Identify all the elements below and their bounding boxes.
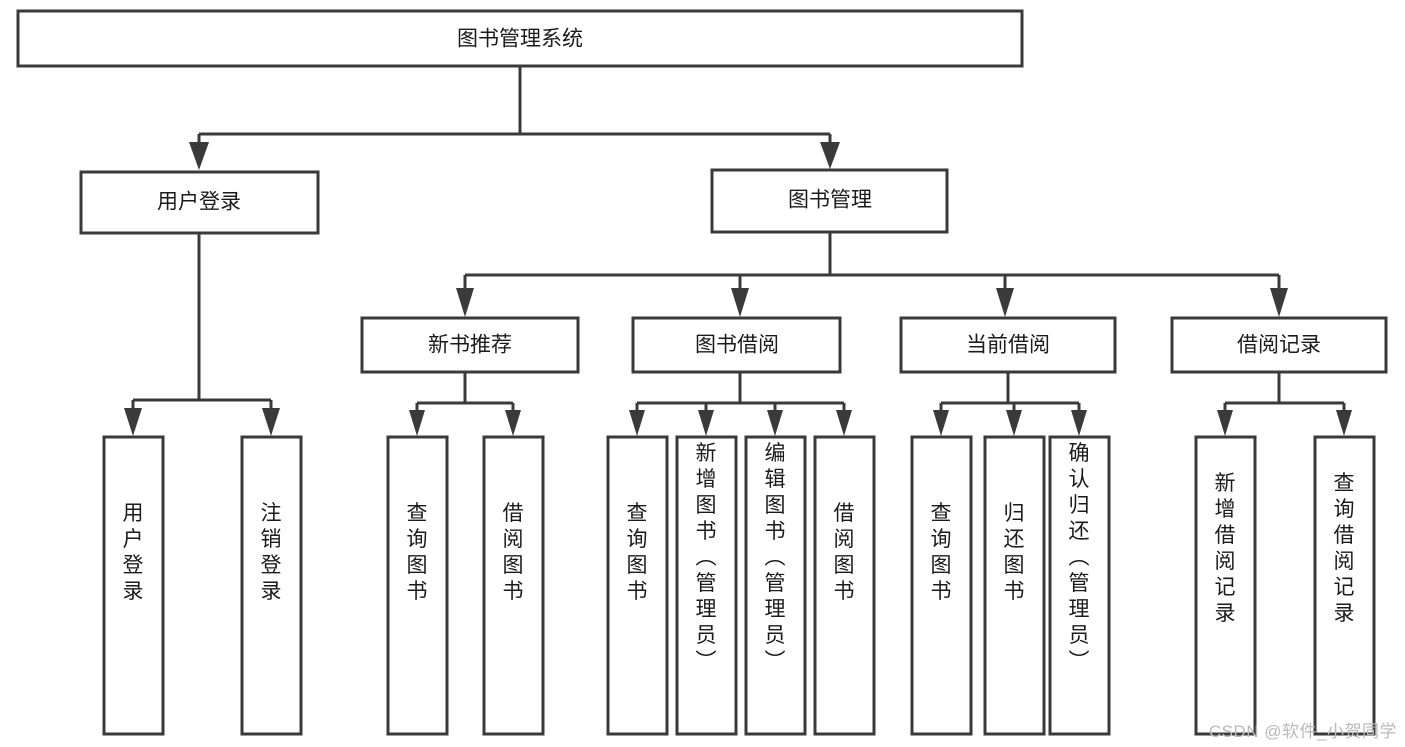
leaf-node-logout[interactable]: 注销登录 bbox=[240, 435, 303, 736]
leaf-node-add-borrow-record-label: 新增借阅记录 bbox=[1215, 472, 1236, 625]
leaf-node-query-book-nbr-box[interactable] bbox=[386, 435, 449, 736]
leaf-node-return-book-label: 归还图书 bbox=[1004, 502, 1025, 603]
node-book-management[interactable]: 图书管理 bbox=[710, 168, 949, 234]
node-user-login-label: 用户登录 bbox=[157, 191, 241, 214]
leaf-node-edit-book-admin-box[interactable] bbox=[744, 435, 807, 736]
leaf-node-edit-book-admin[interactable]: 编辑图书︵管理员︶ bbox=[744, 435, 807, 736]
node-borrow-record-label: 借阅记录 bbox=[1237, 334, 1321, 357]
leaf-node-query-book-bb[interactable]: 查询图书 bbox=[606, 435, 669, 736]
arrowhead-bb-leaf-1 bbox=[629, 410, 645, 436]
leaf-node-borrow-book-nbr-label: 借阅图书 bbox=[503, 502, 524, 603]
leaf-node-user-login[interactable]: 用户登录 bbox=[102, 435, 165, 736]
connector-layer bbox=[124, 66, 1352, 436]
arrowhead-leaf-logout bbox=[262, 408, 280, 436]
leaf-node-query-borrow-record[interactable]: 查询借阅记录 bbox=[1313, 435, 1376, 736]
arrowhead-nbr-leaf-1 bbox=[409, 410, 425, 436]
leaf-node-borrow-book-nbr-box[interactable] bbox=[482, 435, 545, 736]
leaf-node-add-book-admin-box[interactable] bbox=[675, 435, 738, 736]
node-borrow-record-box[interactable] bbox=[1170, 316, 1388, 374]
arrowhead-current-borrow bbox=[996, 288, 1014, 317]
arrowhead-cb-leaf-3 bbox=[1071, 410, 1087, 436]
leaf-node-user-login-box[interactable] bbox=[102, 435, 165, 736]
leaf-nodes-layer: 用户登录 注销登录 查询图书 借阅图书 查询图书 新增图书︵管理员︶ bbox=[102, 435, 1376, 736]
node-book-management-box[interactable] bbox=[710, 168, 949, 234]
arrowhead-bb-leaf-3 bbox=[767, 410, 783, 436]
node-book-borrow[interactable]: 图书借阅 bbox=[631, 316, 842, 374]
node-user-login-box[interactable] bbox=[79, 170, 320, 235]
node-book-management-label: 图书管理 bbox=[788, 189, 872, 212]
arrowhead-cb-leaf-1 bbox=[933, 410, 949, 436]
node-user-login[interactable]: 用户登录 bbox=[79, 170, 320, 235]
arrowhead-br-leaf-2 bbox=[1336, 410, 1352, 436]
leaf-node-confirm-return-admin[interactable]: 确认归还︵管理员︶ bbox=[1048, 435, 1111, 736]
node-root[interactable]: 图书管理系统 bbox=[16, 9, 1024, 68]
arrowhead-bb-leaf-4 bbox=[836, 410, 852, 436]
leaf-node-query-book-bb-label: 查询图书 bbox=[627, 502, 648, 603]
node-current-borrow-label: 当前借阅 bbox=[966, 334, 1050, 357]
leaf-node-borrow-book-bb-box[interactable] bbox=[813, 435, 876, 736]
leaf-node-return-book[interactable]: 归还图书 bbox=[983, 435, 1046, 736]
node-book-borrow-box[interactable] bbox=[631, 316, 842, 374]
leaf-node-borrow-book-bb[interactable]: 借阅图书 bbox=[813, 435, 876, 736]
leaf-node-query-book-nbr[interactable]: 查询图书 bbox=[386, 435, 449, 736]
node-new-book-recommend[interactable]: 新书推荐 bbox=[360, 316, 580, 374]
leaf-node-borrow-book-nbr[interactable]: 借阅图书 bbox=[482, 435, 545, 736]
leaf-node-query-book-cb[interactable]: 查询图书 bbox=[910, 435, 973, 736]
leaf-node-query-book-nbr-label: 查询图书 bbox=[407, 502, 428, 603]
arrowhead-cb-leaf-2 bbox=[1006, 410, 1022, 436]
leaf-node-return-book-box[interactable] bbox=[983, 435, 1046, 736]
node-current-borrow[interactable]: 当前借阅 bbox=[899, 316, 1117, 374]
node-root-box[interactable] bbox=[16, 9, 1024, 68]
leaf-node-logout-label: 注销登录 bbox=[261, 502, 282, 603]
leaf-node-query-book-cb-label: 查询图书 bbox=[931, 502, 952, 603]
arrowhead-user-login bbox=[189, 142, 209, 170]
arrowhead-book-borrow bbox=[731, 288, 749, 317]
node-book-borrow-label: 图书借阅 bbox=[695, 334, 779, 357]
arrowhead-bb-leaf-2 bbox=[698, 410, 714, 436]
node-new-book-recommend-box[interactable] bbox=[360, 316, 580, 374]
leaf-node-add-book-admin-label: 新增图书︵管理员︶ bbox=[696, 442, 717, 673]
node-current-borrow-box[interactable] bbox=[899, 316, 1117, 374]
leaf-node-logout-box[interactable] bbox=[240, 435, 303, 736]
arrowhead-borrow-record bbox=[1270, 288, 1288, 317]
leaf-node-user-login-label: 用户登录 bbox=[123, 502, 144, 603]
leaf-node-query-book-cb-box[interactable] bbox=[910, 435, 973, 736]
leaf-node-add-borrow-record[interactable]: 新增借阅记录 bbox=[1194, 435, 1257, 736]
node-new-book-recommend-label: 新书推荐 bbox=[428, 334, 512, 357]
arrowhead-book-mgmt bbox=[820, 142, 840, 169]
arrowhead-nbr-leaf-2 bbox=[505, 410, 521, 436]
leaf-node-edit-book-admin-label: 编辑图书︵管理员︶ bbox=[765, 442, 786, 673]
arrowhead-br-leaf-1 bbox=[1217, 410, 1233, 436]
leaf-node-query-borrow-record-label: 查询借阅记录 bbox=[1334, 472, 1355, 625]
leaf-node-query-borrow-record-box[interactable] bbox=[1313, 435, 1376, 736]
leaf-node-query-book-bb-box[interactable] bbox=[606, 435, 669, 736]
leaf-node-confirm-return-admin-box[interactable] bbox=[1048, 435, 1111, 736]
arrowhead-leaf-user-login bbox=[124, 408, 142, 436]
arrowhead-new-book-rec bbox=[456, 288, 474, 317]
leaf-node-confirm-return-admin-label: 确认归还︵管理员︶ bbox=[1069, 442, 1090, 673]
node-borrow-record[interactable]: 借阅记录 bbox=[1170, 316, 1388, 374]
leaf-node-add-book-admin[interactable]: 新增图书︵管理员︶ bbox=[675, 435, 738, 736]
leaf-node-borrow-book-bb-label: 借阅图书 bbox=[834, 502, 855, 603]
node-root-label: 图书管理系统 bbox=[457, 28, 583, 51]
leaf-node-add-borrow-record-box[interactable] bbox=[1194, 435, 1257, 736]
